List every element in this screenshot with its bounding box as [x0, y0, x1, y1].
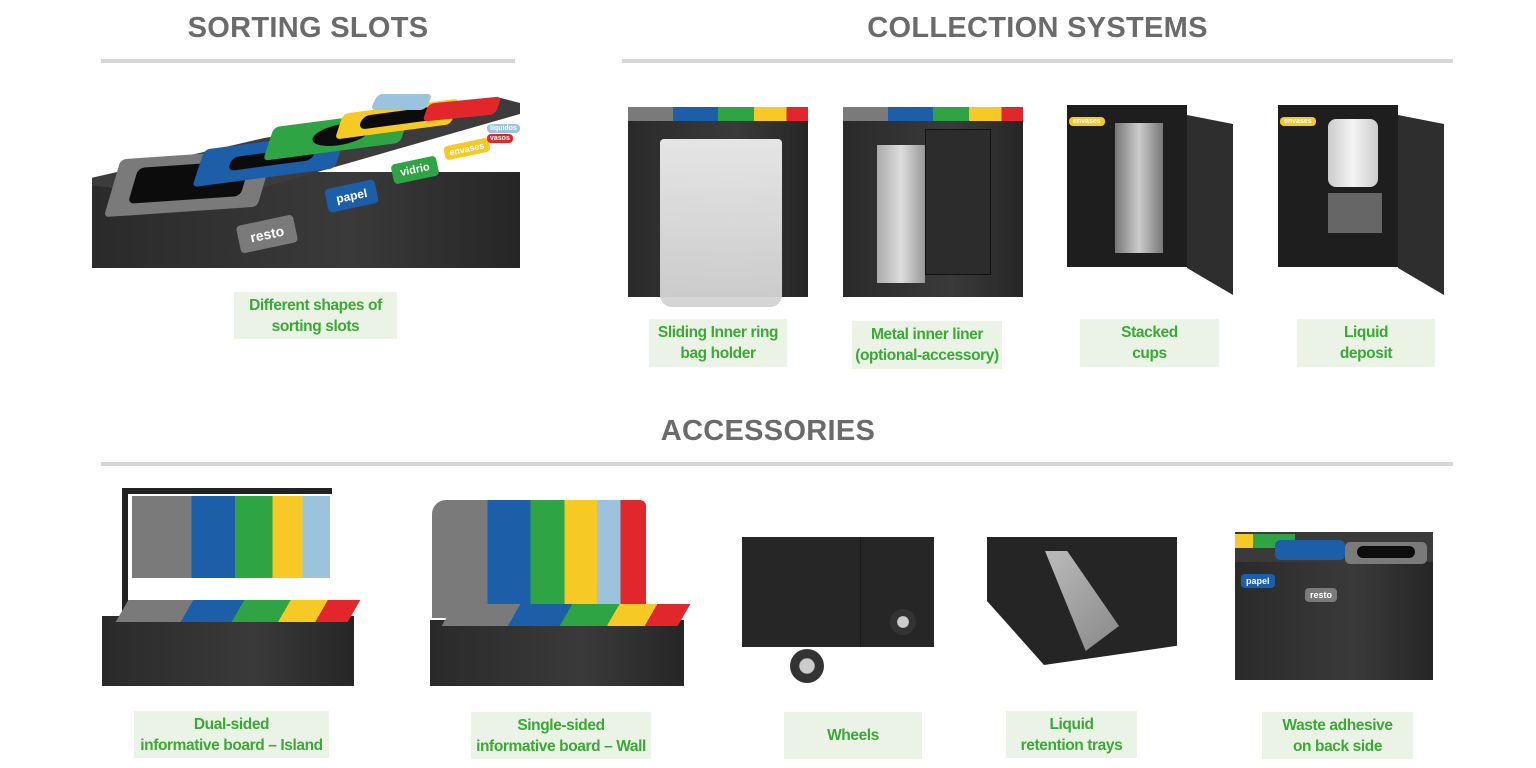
bin-label-envases: envases: [1069, 117, 1105, 126]
caption-liquid-deposit: Liquid deposit: [1297, 319, 1435, 367]
stacked-cups-image: envases: [1067, 105, 1237, 295]
caption-line: Single-sided: [517, 716, 605, 734]
caption-wheels: Wheels: [784, 712, 922, 759]
caption-line: Stacked: [1121, 324, 1178, 341]
caption-line: sorting slots: [271, 317, 360, 335]
caption-line: deposit: [1339, 345, 1393, 362]
caption-line: Liquid: [1049, 715, 1094, 733]
caption-line: Wheels: [827, 727, 879, 744]
bag-holder-image: [628, 97, 808, 307]
adhesive-image: papel resto: [1235, 528, 1433, 680]
liquid-deposit-image: envases: [1278, 105, 1448, 295]
wheels-image: [742, 537, 934, 687]
divider: [622, 59, 1453, 63]
caption-line: informative board – Wall: [476, 737, 646, 755]
caption-waste-adhesive: Waste adhesive on back side: [1262, 712, 1413, 759]
accessories-heading: ACCESSORIES: [660, 415, 876, 447]
wheel-icon: [890, 609, 916, 635]
bin-label-envases: envases: [1280, 117, 1316, 126]
divider: [101, 462, 1453, 466]
caption-line: retention trays: [1020, 736, 1123, 754]
caption-sorting-slots: Different shapes of sorting slots: [234, 292, 397, 339]
bin-label-papel: papel: [1241, 574, 1275, 588]
caption-bag-holder: Sliding Inner ring bag holder: [649, 319, 787, 367]
caption-line: Different shapes of: [249, 296, 382, 314]
bin-label-resto: resto: [1305, 588, 1338, 602]
bin-label-vasos: vasos: [487, 134, 513, 143]
dual-sided-board-image: [102, 488, 361, 686]
caption-line: Sliding Inner ring: [657, 324, 779, 341]
wheel-icon: [790, 649, 824, 683]
caption-line: Waste adhesive: [1282, 716, 1393, 734]
caption-retention-trays: Liquid retention trays: [1006, 711, 1137, 758]
caption-line: Liquid: [1343, 324, 1389, 341]
caption-dual-sided-board: Dual-sided informative board – Island: [134, 711, 329, 758]
collection-systems-heading: COLLECTION SYSTEMS: [867, 12, 1208, 44]
caption-single-sided-board: Single-sided informative board – Wall: [471, 712, 651, 759]
sorting-slots-heading: SORTING SLOTS: [187, 12, 429, 44]
caption-line: informative board – Island: [140, 736, 323, 754]
caption-metal-liner: Metal inner liner (optional-accessory): [852, 321, 1002, 369]
single-sided-board-image: [430, 498, 691, 686]
bin-label-envases: envases: [443, 137, 491, 161]
caption-line: (optional-accessory): [855, 347, 999, 364]
bin-label-liquidos: líquidos: [487, 124, 520, 133]
caption-line: Dual-sided: [193, 715, 270, 733]
caption-line: cups: [1132, 345, 1167, 362]
caption-line: bag holder: [680, 345, 756, 362]
divider: [101, 59, 515, 63]
caption-line: Metal inner liner: [870, 326, 984, 343]
caption-line: on back side: [1292, 737, 1383, 755]
caption-stacked-cups: Stacked cups: [1080, 319, 1219, 367]
retention-tray-image: [987, 537, 1177, 667]
sorting-slots-image: resto papel vidrio envases líquidos vaso…: [92, 92, 522, 270]
metal-liner-image: [843, 97, 1023, 299]
